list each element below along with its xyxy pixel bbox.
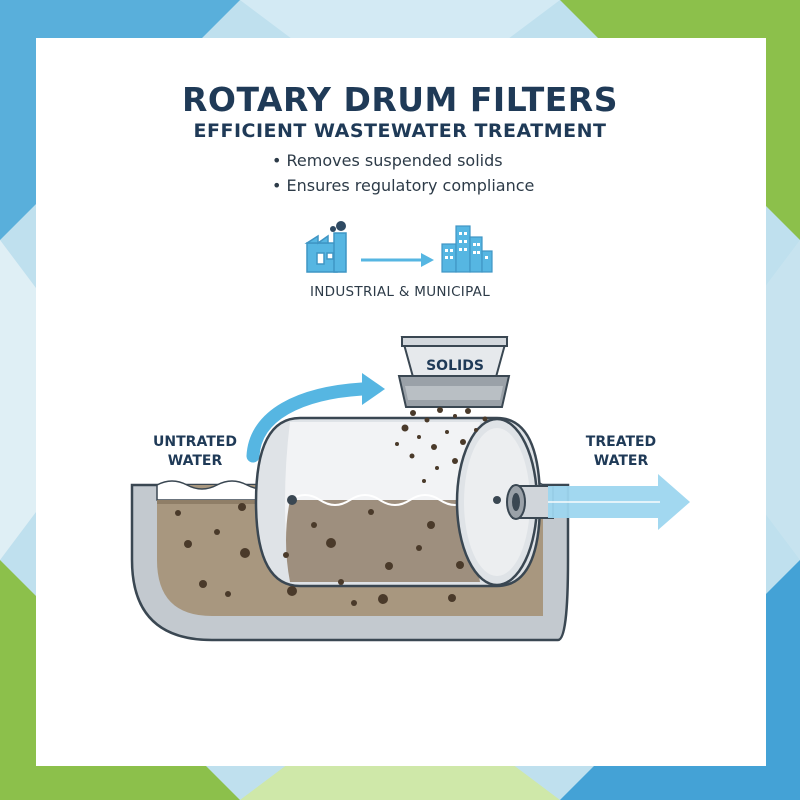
inlet-label: UNTRATED WATER — [140, 433, 250, 471]
page-title: ROTARY DRUM FILTERS — [182, 80, 618, 119]
rotating-drum — [254, 416, 542, 588]
hopper-label: SOLIDS — [426, 358, 484, 374]
benefit-item: • Ensures regulatory compliance — [272, 176, 535, 195]
inlet-flow-arrow — [246, 373, 385, 463]
arrow-right-icon — [361, 253, 434, 267]
content-card — [36, 38, 766, 766]
benefit-item: • Removes suspended solids — [272, 151, 503, 170]
outlet-label-text: TREATED WATER — [585, 434, 657, 469]
outlet-flow-arrow — [506, 474, 690, 530]
inlet-label-text: UNTRATED WATER — [153, 434, 237, 469]
outlet-label: TREATED WATER — [576, 433, 666, 471]
sludge-particles — [175, 503, 464, 606]
page-subtitle: EFFICIENT WASTEWATER TREATMENT — [193, 120, 607, 142]
city-buildings-icon — [441, 225, 493, 273]
falling-solids — [395, 407, 488, 483]
factory-icon — [304, 221, 347, 273]
solids-hopper — [397, 336, 511, 408]
sector-label: INDUSTRIAL & MUNICIPAL — [309, 284, 491, 300]
